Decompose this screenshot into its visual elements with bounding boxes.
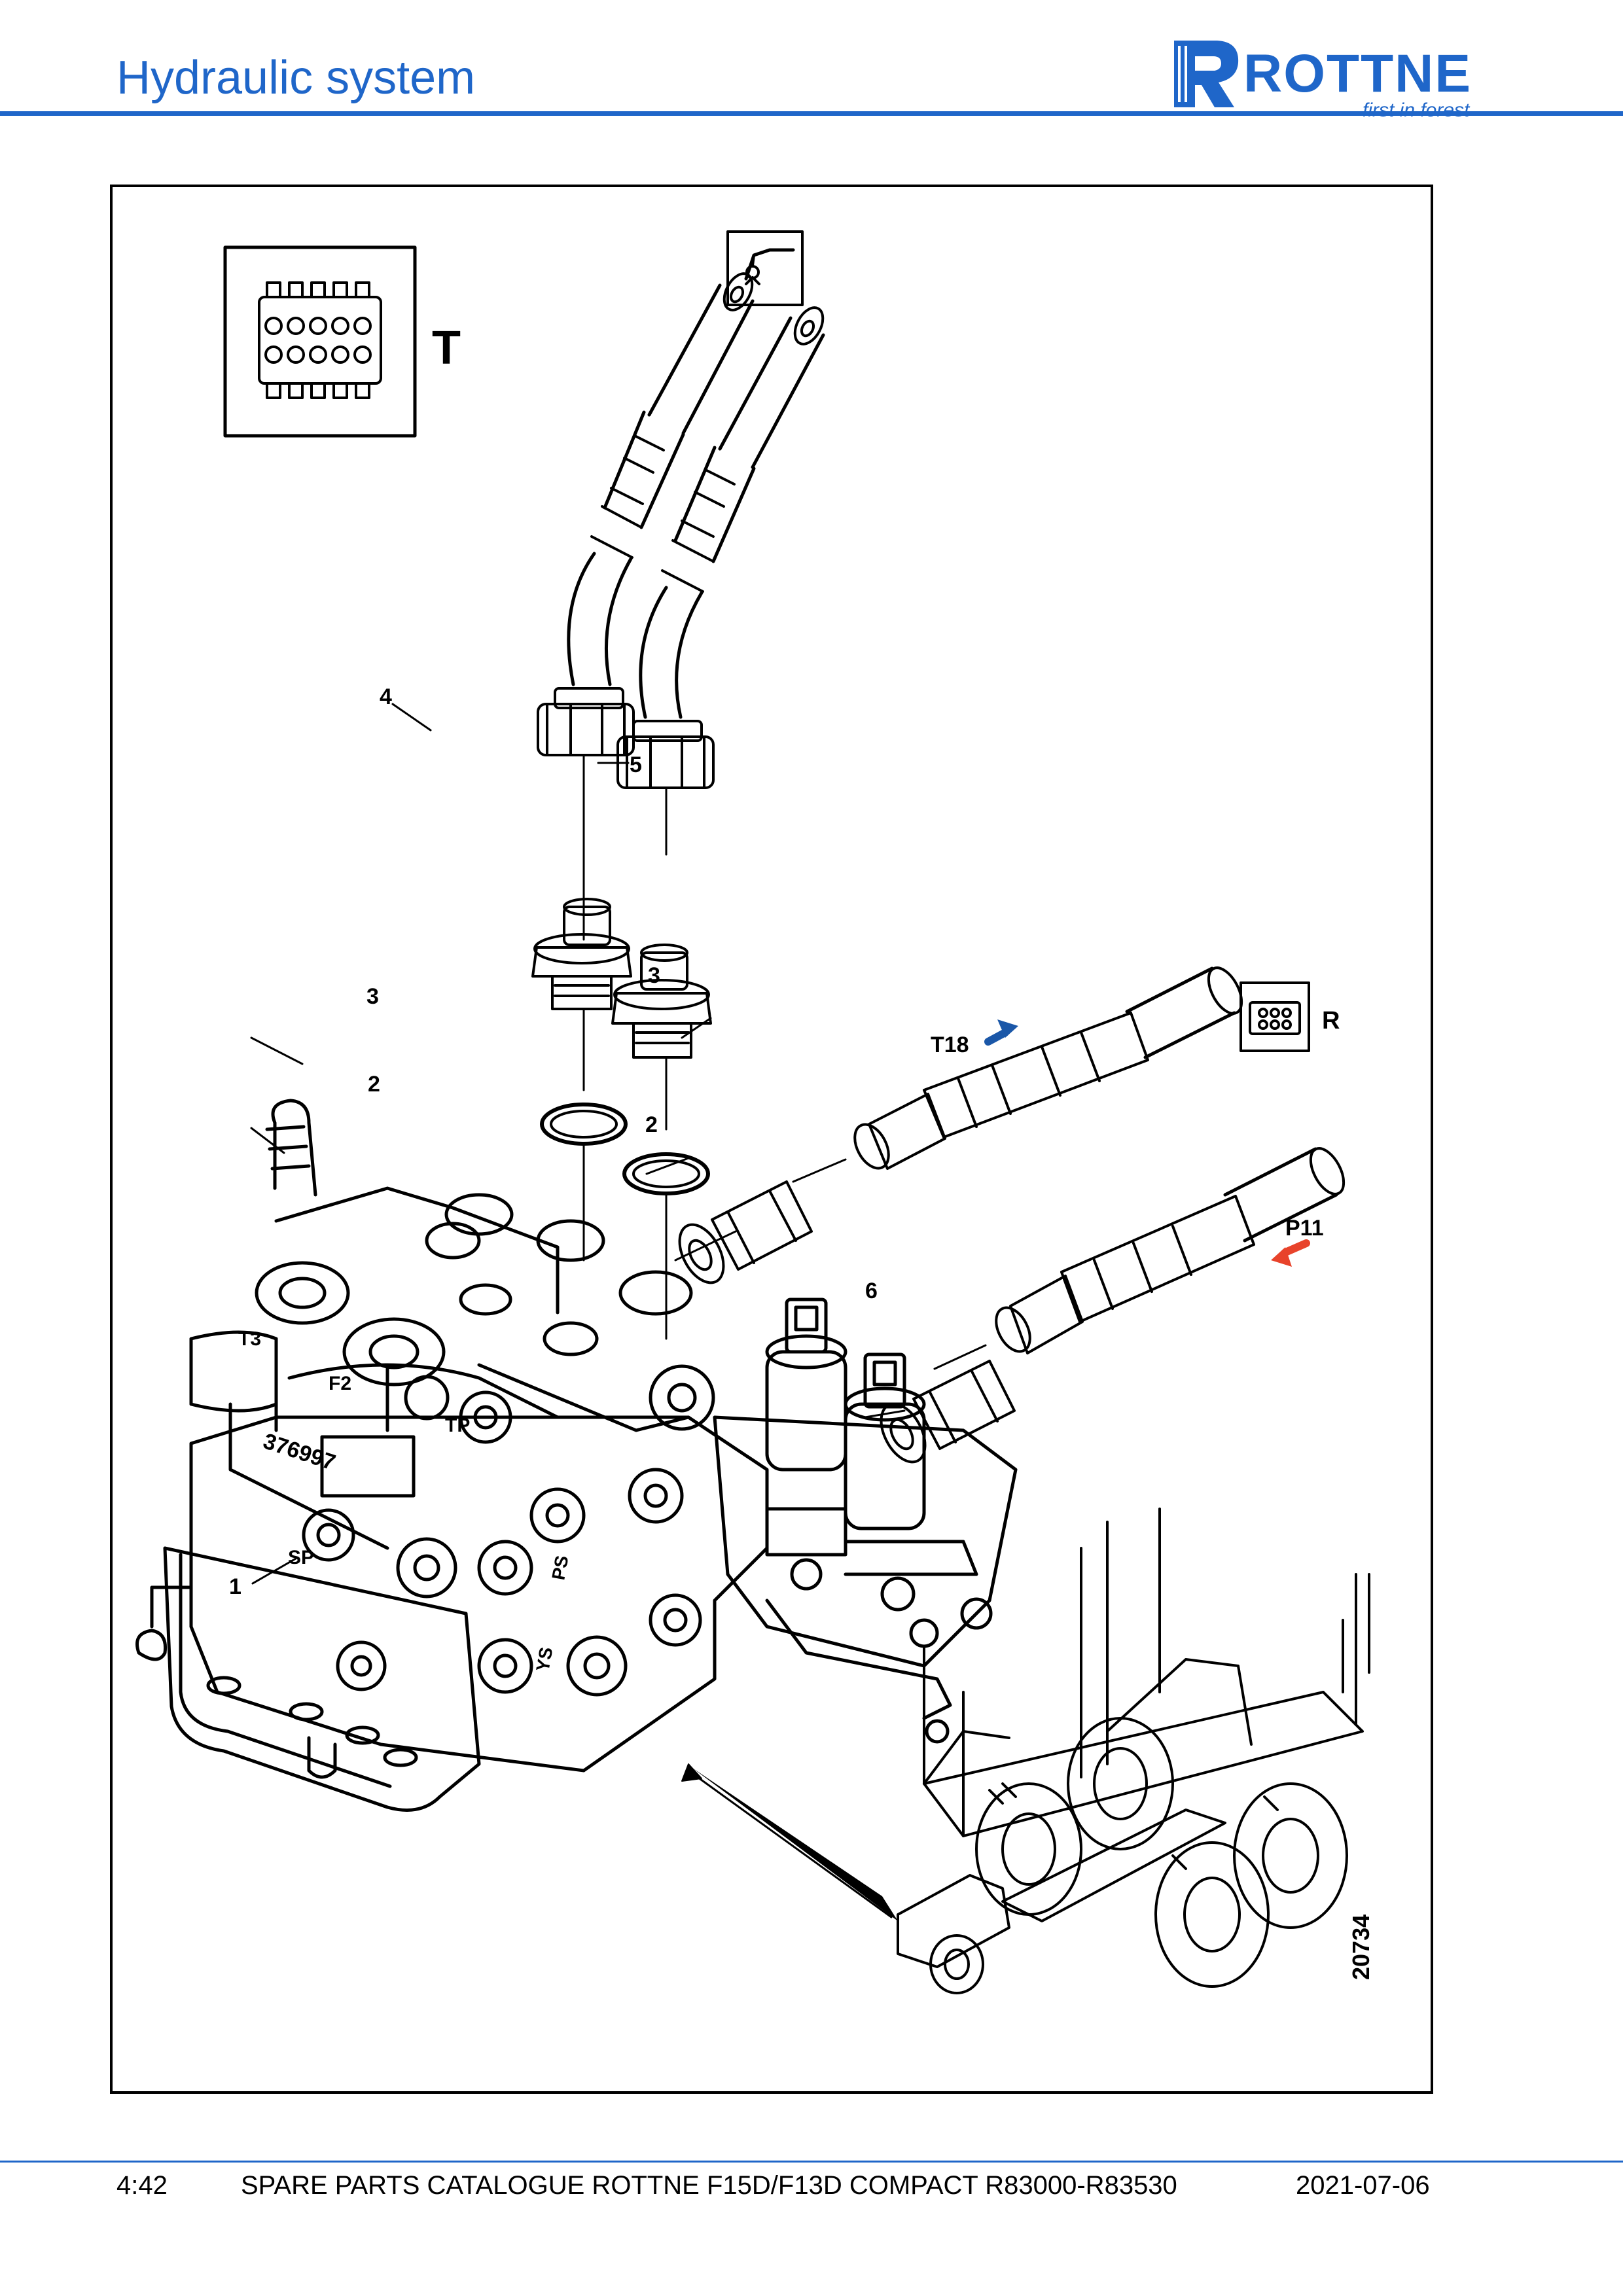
adapter-3-right [611, 944, 712, 1131]
logo-tagline: first in forest [1363, 99, 1470, 121]
p11-arrow-head [1271, 1247, 1292, 1267]
o-ring-2-right [622, 1152, 710, 1195]
panel-label-r: R [1322, 1007, 1340, 1034]
marking-f2: F2 [329, 1373, 351, 1394]
hose-p11 [933, 1147, 1346, 1370]
footer-catalogue-title: SPARE PARTS CATALOGUE ROTTNE F15D/F13D C… [241, 2171, 1177, 2200]
hose-4 [537, 272, 755, 941]
fitting-6-upper [678, 1180, 813, 1284]
o-ring-2-left [540, 1103, 628, 1146]
footer-page-number: 4:42 [116, 2171, 168, 2200]
callout-3-left: 3 [366, 984, 379, 1009]
callout-3-right: 3 [648, 963, 660, 988]
figure-number: 20734 [1347, 1915, 1374, 1980]
crane-icon [726, 230, 804, 306]
panel-label-t: T [432, 322, 461, 374]
hose-5 [616, 306, 825, 856]
t18-arrow-head [997, 1019, 1018, 1038]
page-title: Hydraulic system [116, 52, 476, 104]
callout-6: 6 [865, 1279, 878, 1303]
marking-tp: TP [445, 1415, 470, 1436]
marking-sp: SP [288, 1547, 314, 1568]
callout-4: 4 [380, 684, 392, 709]
t18-flow-arrow [984, 1029, 1009, 1046]
p11-flow-arrow [1281, 1239, 1310, 1256]
callout-1: 1 [229, 1574, 241, 1599]
brand-logo: ROTTNE first in forest [1166, 34, 1520, 121]
marking-t3: T3 [238, 1328, 261, 1350]
footer-divider [0, 2161, 1623, 2163]
exploded-view-diagram: T R 1 2 2 3 3 4 5 6 T18 P11 T3 F2 TP SP … [135, 230, 1374, 1994]
solenoid-section [713, 1298, 1018, 1744]
logo-wordmark: ROTTNE [1243, 44, 1472, 103]
callout-5: 5 [630, 752, 642, 777]
callout-2-left: 2 [368, 1072, 380, 1097]
rottne-r-icon [1174, 41, 1239, 107]
marking-ps: PS [548, 1554, 572, 1581]
cable-connector-panel [1240, 981, 1310, 1052]
port-label-t18: T18 [931, 1033, 969, 1057]
valve-connector-panel [223, 245, 417, 438]
header-divider [0, 111, 1623, 116]
control-valve-block [135, 1099, 769, 1812]
adapter-3-left [531, 898, 632, 1010]
exploded-view-frame: T R 1 2 2 3 3 4 5 6 T18 P11 T3 F2 TP SP … [110, 185, 1433, 2094]
port-label-p11: P11 [1285, 1216, 1324, 1241]
forwarder-machine-thumbnail [897, 1508, 1370, 1994]
hose-t18 [792, 966, 1243, 1183]
footer-date: 2021-07-06 [1296, 2171, 1430, 2200]
callout-2-right: 2 [645, 1112, 658, 1137]
marking-ys: YS [532, 1646, 556, 1673]
